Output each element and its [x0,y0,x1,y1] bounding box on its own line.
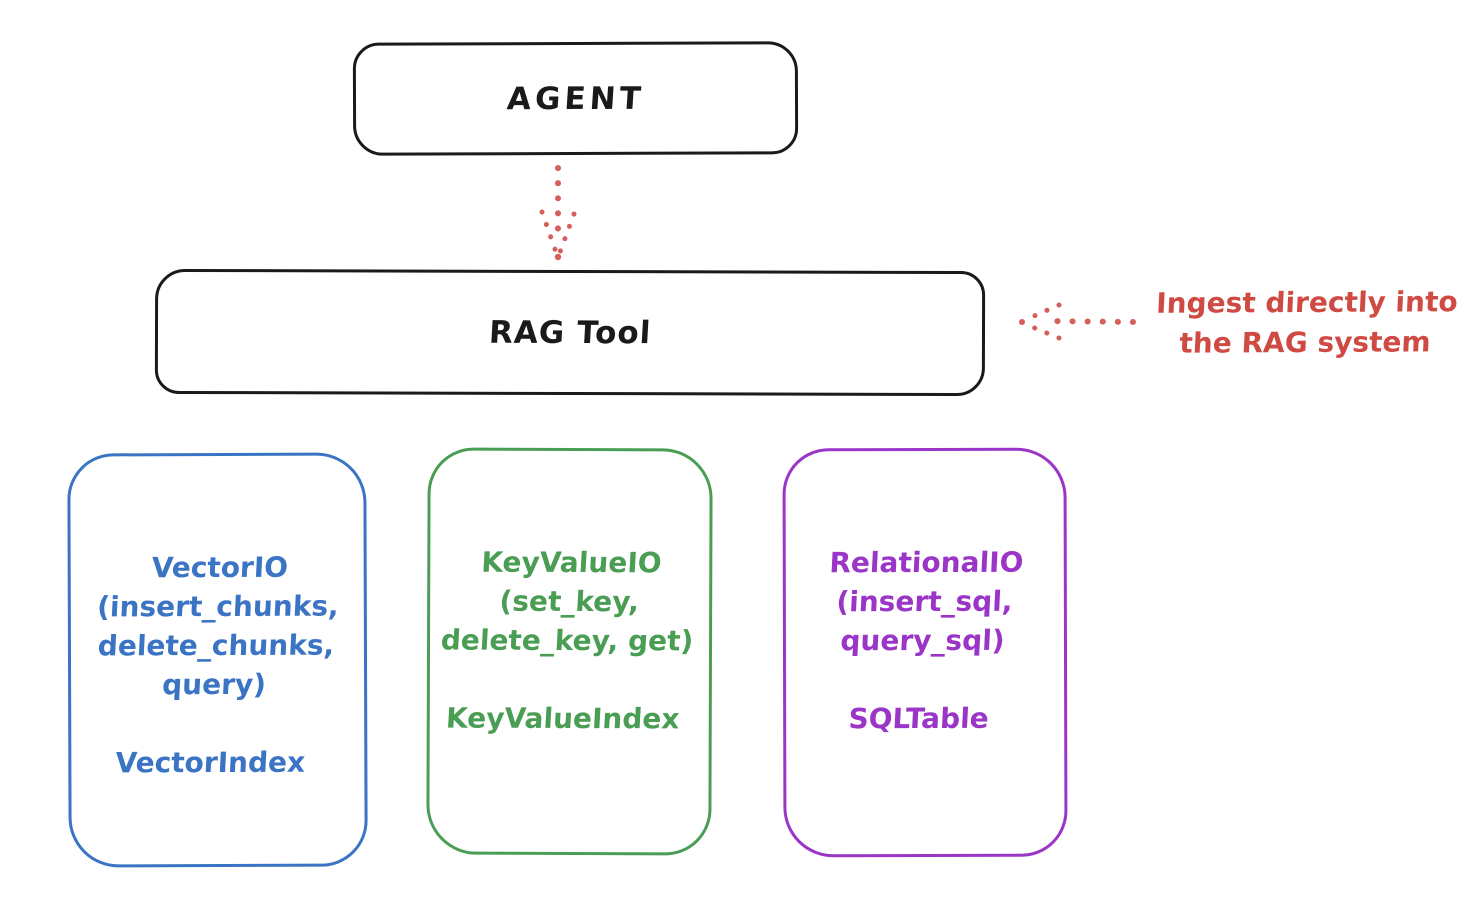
relational-io-line3: query_sql) [839,623,1006,658]
rag-tool-label: RAG Tool [487,314,653,351]
vector-index-label: VectorIndex [114,745,306,780]
relational-io-line2: (insert_sql, [835,584,1014,619]
vector-io-line4: query) [161,667,267,702]
relational-io-box: RelationalIO (insert_sql, query_sql) SQL… [782,447,1068,858]
agent-box: AGENT [352,41,799,156]
vector-io-title: VectorIO [150,550,289,585]
keyvalue-io-text: KeyValueIO (set_key, delete_key, get) Ke… [422,451,717,739]
vector-io-text: VectorIO (insert_chunks, delete_chunks, … [63,455,372,782]
relational-io-text: RelationalIO (insert_sql, query_sql) SQL… [779,451,1071,739]
vector-io-line3: delete_chunks, [97,628,336,663]
keyvalue-index-label: KeyValueIndex [445,701,681,736]
keyvalue-io-title: KeyValueIO [480,545,663,580]
keyvalue-io-line2: (set_key, [498,584,640,619]
keyvalue-io-line3: delete_key, get) [439,623,695,658]
rag-tool-box: RAG Tool [154,268,986,397]
vector-io-box: VectorIO (insert_chunks, delete_chunks, … [67,452,368,868]
ingest-annotation-line2: the RAG system [1178,325,1432,360]
arrow-down-dotted-icon [539,165,577,261]
relational-io-title: RelationalIO [828,545,1025,580]
keyvalue-io-box: KeyValueIO (set_key, delete_key, get) Ke… [426,447,713,856]
vector-io-line2: (insert_chunks, [96,589,340,624]
ingest-annotation: Ingest directly into the RAG system [1126,282,1484,364]
agent-label: AGENT [505,80,646,117]
ingest-annotation-line1: Ingest directly into [1155,285,1459,320]
arrow-left-dotted-icon [1019,302,1136,341]
sql-table-label: SQLTable [847,701,990,736]
